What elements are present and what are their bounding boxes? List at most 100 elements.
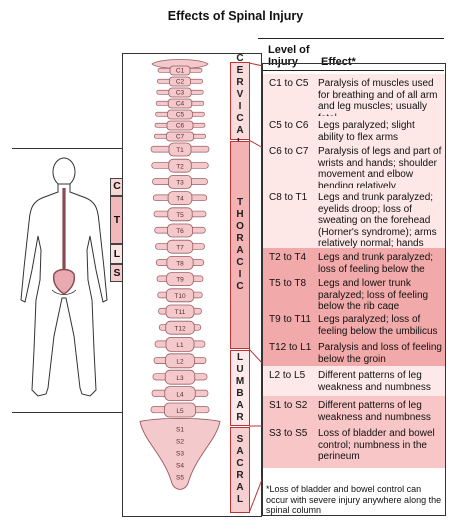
row-level: T9 to T11 — [269, 314, 311, 325]
region-tab-cervical: C E R V I C A L — [230, 53, 250, 148]
vertebra-t6 — [154, 223, 206, 238]
table-row: T9 to T11 Legs paralyzed; loss of feelin… — [263, 310, 445, 338]
vertebra-label: T10 — [174, 293, 186, 300]
row-level: C5 to C6 — [269, 120, 309, 131]
vertebra-label: C2 — [176, 78, 185, 85]
row-level: L2 to L5 — [269, 370, 306, 381]
row-effect: Different patterns of leg weakness and n… — [318, 400, 431, 423]
row-effect: Legs paralyzed; slight ability to flex a… — [318, 120, 415, 143]
vertebra-c2 — [157, 76, 203, 87]
vertebra-c6 — [154, 120, 206, 131]
vertebra-label: C4 — [176, 100, 185, 107]
row-level: S3 to S5 — [269, 428, 308, 439]
vertebra-t2 — [151, 158, 209, 173]
vertebra-c1 — [157, 65, 203, 76]
row-effect: Different patterns of leg weakness and n… — [318, 370, 431, 393]
vertebra-t8 — [155, 255, 205, 270]
table-row: C6 to C7 Paralysis of legs and part of w… — [263, 142, 445, 203]
vertebra-label: T1 — [176, 147, 184, 154]
table-row: T12 to L1 Paralysis and loss of feeling … — [263, 338, 445, 366]
vertebra-l5 — [150, 402, 210, 418]
row-effect: Legs and lower trunk paralyzed; loss of … — [318, 278, 429, 312]
region-letter: R — [236, 412, 244, 423]
vertebra-label: L1 — [176, 342, 184, 349]
row-effect: Legs paralyzed; loss of feeling below th… — [318, 314, 438, 337]
region-letter: C — [236, 53, 244, 64]
vertebra-label: C5 — [176, 111, 185, 118]
vertebra-t12 — [158, 320, 202, 335]
header-top-rule — [258, 38, 444, 39]
region-letter: R — [236, 77, 244, 88]
region-letter: I — [238, 269, 242, 280]
row-level: C6 to C7 — [269, 146, 309, 157]
vertebra-label: L4 — [176, 391, 184, 398]
vertebra-c5 — [155, 109, 205, 120]
vertebra-label: T9 — [176, 277, 184, 284]
table-row: C1 to C5 Paralysis of muscles used for b… — [263, 74, 445, 124]
body-label-lumbar: L — [110, 244, 124, 264]
region-tab-thoracic: T H O R A C I C — [230, 141, 250, 349]
table-row: S3 to S5 Loss of bladder and bowel contr… — [263, 424, 445, 468]
vertebra-label: L2 — [176, 359, 184, 366]
vertebra-l2 — [153, 353, 207, 369]
vertebra-label: T3 — [176, 180, 184, 187]
vertebra-t1 — [150, 142, 210, 157]
vertebra-label: S5 — [176, 474, 184, 481]
vertebra-label: T8 — [176, 261, 184, 268]
figure-panel-top-line — [12, 148, 123, 149]
vertebra-l1 — [154, 336, 206, 352]
row-level: S1 to S2 — [269, 400, 308, 411]
region-letter: C — [236, 458, 244, 469]
vertebra-label: S4 — [176, 462, 184, 469]
region-letter: U — [236, 364, 244, 375]
sacrum — [139, 417, 221, 490]
vertebra-t3 — [152, 175, 208, 189]
region-letter: B — [236, 388, 244, 399]
row-effect: Paralysis and loss of feeling below the … — [318, 342, 442, 365]
vertebra-label: T11 — [175, 309, 186, 316]
vertebra-label: T12 — [174, 325, 186, 332]
region-letter: R — [236, 470, 244, 481]
vertebra-label: C7 — [176, 133, 185, 140]
vertebra-t7 — [155, 239, 205, 254]
vertebra-c7 — [154, 131, 206, 142]
region-letter: L — [236, 352, 244, 363]
region-letter: A — [236, 125, 244, 136]
page-title: Effects of Spinal Injury — [167, 9, 304, 23]
row-level: T12 to L1 — [269, 342, 312, 353]
row-level: T2 to T4 — [269, 252, 307, 263]
vertebra-label: T6 — [176, 228, 184, 235]
region-letter: I — [238, 101, 242, 112]
region-letter: S — [236, 434, 244, 445]
region-letter: C — [236, 113, 244, 124]
vertebra-t11 — [158, 304, 202, 319]
effects-table — [262, 63, 446, 516]
table-row: L2 to L5 Different patterns of leg weakn… — [263, 366, 445, 396]
region-letter: H — [236, 209, 244, 220]
table-row: T2 to T4 Legs and trunk paralyzed; loss … — [263, 248, 445, 286]
vertebra-t10 — [157, 288, 203, 303]
vertebra-label: S2 — [176, 438, 184, 445]
region-letter: A — [236, 245, 244, 256]
vertebra-label: T7 — [176, 244, 184, 251]
vertebra-c4 — [155, 98, 205, 109]
vertebra-t4 — [152, 191, 208, 206]
row-effect: Loss of bladder and bowel control; numbn… — [318, 428, 435, 462]
region-letter: E — [236, 65, 244, 76]
figure-panel-bottom-line — [12, 412, 123, 413]
region-tab-sacral: S A C R A L — [230, 427, 250, 513]
vertebra-label: C6 — [176, 122, 185, 129]
region-letter: A — [236, 482, 244, 493]
vertebra-label: T4 — [176, 196, 184, 203]
vertebra-t5 — [153, 207, 207, 222]
region-letter: C — [236, 257, 244, 268]
human-back-figure — [20, 157, 108, 397]
table-spacer — [263, 468, 445, 480]
vertebra-l4 — [151, 386, 209, 402]
row-level: C1 to C5 — [269, 78, 309, 89]
region-tab-lumbar: L U M B A R — [230, 350, 250, 426]
vertebra-label: C1 — [176, 67, 185, 74]
region-letter: L — [236, 494, 244, 505]
vertebra-label: C3 — [176, 89, 185, 96]
vertebra-label: T5 — [176, 212, 184, 219]
